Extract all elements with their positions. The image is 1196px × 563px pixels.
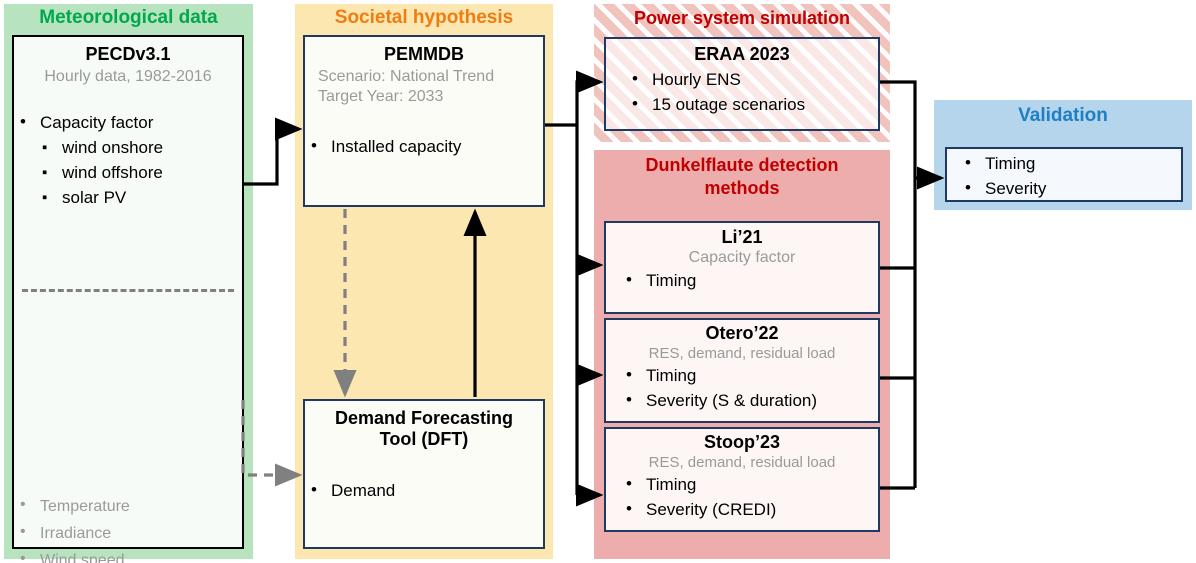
list-item: Wind speed bbox=[14, 545, 242, 563]
box-otero22: Otero’22 RES, demand, residual load Timi… bbox=[604, 318, 880, 423]
box-dft-bullets: Demand bbox=[305, 477, 543, 503]
list-item: Capacity factor bbox=[14, 109, 242, 135]
box-pemmdb-target-year: Target Year: 2033 bbox=[318, 88, 444, 105]
box-eraa-2023: ERAA 2023 Hourly ENS 15 outage scenarios bbox=[604, 37, 880, 131]
list-item: Installed capacity bbox=[305, 133, 543, 159]
box-pecd-bullets: Capacity factor wind onshore wind offsho… bbox=[14, 109, 242, 210]
box-validation: Timing Severity bbox=[945, 147, 1183, 202]
box-pecd-title: PECDv3.1 bbox=[85, 44, 171, 64]
box-li21-subtitle: Capacity factor bbox=[688, 249, 796, 266]
box-pemmdb-title: PEMMDB bbox=[384, 44, 464, 64]
list-item: wind onshore bbox=[14, 135, 242, 160]
box-stoop23-title: Stoop’23 bbox=[703, 432, 780, 452]
list-item: wind offshore bbox=[14, 160, 242, 185]
box-li21-bullets: Timing bbox=[620, 267, 878, 293]
box-pecd-divider bbox=[22, 289, 234, 292]
arrow-pemmdb-to-methods bbox=[545, 70, 604, 507]
list-item: Irradiance bbox=[14, 518, 242, 547]
panel-meteorological-data-title: Meteorological data bbox=[39, 7, 218, 28]
box-pemmdb-bullets: Installed capacity bbox=[305, 133, 543, 159]
box-pecd-grey-bullets: Temperature Irradiance Wind speed Pop. a… bbox=[14, 491, 242, 563]
box-pemmdb-scenario: Scenario: National Trend bbox=[318, 68, 495, 85]
panel-validation-title: Validation bbox=[1018, 105, 1108, 126]
list-item: Temperature bbox=[14, 491, 242, 520]
list-item: Severity (CREDI) bbox=[620, 496, 878, 522]
list-item: Demand bbox=[305, 477, 543, 503]
box-li21-title: Li’21 bbox=[721, 227, 763, 247]
box-stoop23-bullets: Timing Severity (CREDI) bbox=[620, 471, 878, 522]
list-item: solar PV bbox=[14, 185, 242, 210]
box-otero22-subtitle: RES, demand, residual load bbox=[648, 345, 836, 362]
box-dft-title-line2: Tool (DFT) bbox=[379, 429, 469, 449]
list-item: 15 outage scenarios bbox=[626, 91, 878, 117]
panel-societal-hypothesis-title: Societal hypothesis bbox=[334, 7, 514, 28]
box-stoop23-subtitle: RES, demand, residual load bbox=[648, 454, 836, 471]
box-pecd-subtitle: Hourly data, 1982-2016 bbox=[44, 68, 212, 85]
list-item: Severity (S & duration) bbox=[620, 387, 878, 413]
list-item: Timing bbox=[620, 267, 878, 293]
box-eraa-title: ERAA 2023 bbox=[694, 44, 790, 64]
box-validation-bullets: Timing Severity bbox=[959, 150, 1181, 201]
box-eraa-bullets: Hourly ENS 15 outage scenarios bbox=[626, 66, 878, 117]
list-item: Timing bbox=[959, 150, 1181, 176]
list-item: Timing bbox=[620, 362, 878, 388]
panel-power-system-simulation-title: Power system simulation bbox=[633, 8, 851, 28]
box-pemmdb: PEMMDB Scenario: National Trend Target Y… bbox=[303, 35, 545, 207]
box-stoop23: Stoop’23 RES, demand, residual load Timi… bbox=[604, 427, 880, 532]
box-pecd: PECDv3.1 Hourly data, 1982-2016 Capacity… bbox=[12, 35, 244, 563]
box-li21: Li’21 Capacity factor Timing bbox=[604, 221, 880, 314]
box-otero22-bullets: Timing Severity (S & duration) bbox=[620, 362, 878, 413]
list-item: Severity bbox=[959, 175, 1181, 201]
list-item: Timing bbox=[620, 471, 878, 497]
box-otero22-title: Otero’22 bbox=[705, 323, 779, 343]
panel-dunkelflaute-title: Dunkelflaute detection methods bbox=[645, 155, 839, 198]
box-dft-title-line1: Demand Forecasting bbox=[334, 408, 514, 428]
box-demand-forecasting-tool: Demand Forecasting Tool (DFT) Demand bbox=[303, 399, 545, 549]
list-item: Hourly ENS bbox=[626, 66, 878, 92]
